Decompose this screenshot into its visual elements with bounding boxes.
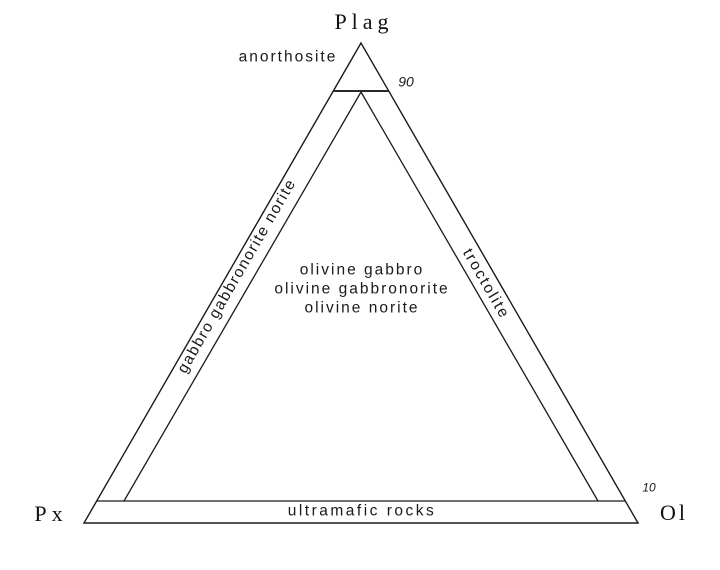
field-label-olivine-norite: olivine norite <box>304 299 420 317</box>
plag-90-tick-label: 90 <box>398 73 414 90</box>
field-label-anorthosite: anorthosite <box>238 48 338 66</box>
field-label-ultramafic-rocks: ultramafic rocks <box>287 502 437 520</box>
inner-right-boundary <box>360 91 599 502</box>
apex-label-plag: Plag <box>334 8 394 34</box>
inner-left-boundary <box>123 91 362 502</box>
plag-10-tick-label: 10 <box>642 480 656 495</box>
apex-label-ol: Ol <box>660 499 688 525</box>
apex-label-px: Px <box>34 500 68 526</box>
outer-triangle <box>82 41 640 524</box>
field-label-olivine-gabbronorite: olivine gabbronorite <box>274 280 450 298</box>
field-label-olivine-gabbro: olivine gabbro <box>299 261 425 279</box>
field-label-olivine-group: olivine gabbro olivine gabbronorite oliv… <box>274 261 449 318</box>
